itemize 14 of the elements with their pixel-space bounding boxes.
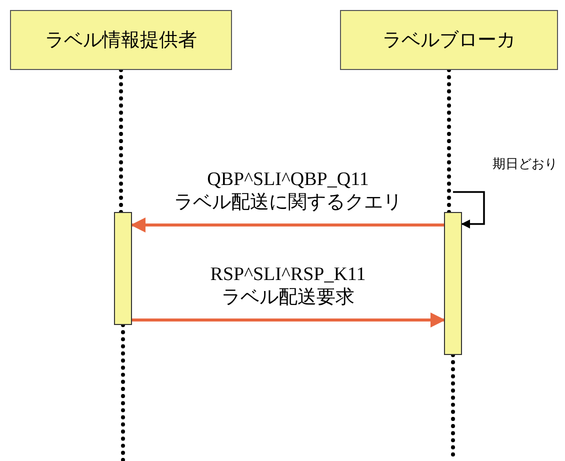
participant-box — [10, 10, 232, 70]
lifeline — [119, 68, 123, 214]
self-arrow — [453, 191, 485, 228]
message-arrow — [132, 312, 446, 328]
activation-bar — [114, 212, 132, 325]
participant-box — [340, 10, 558, 70]
participant-name: ラベル情報提供者 — [45, 28, 197, 53]
edge-label: 期日どおり — [492, 157, 558, 174]
activation-bar — [444, 212, 462, 355]
lifeline — [447, 68, 451, 214]
message-arrow — [130, 218, 444, 232]
participant-name: ラベルブローカ — [382, 28, 516, 53]
edge-label: QBP^SLI^QBP_Q11 ラベル配送に関するクエリ — [173, 168, 403, 215]
edge-label: RSP^SLI^RSP_K11 ラベル配送要求 — [209, 262, 367, 310]
